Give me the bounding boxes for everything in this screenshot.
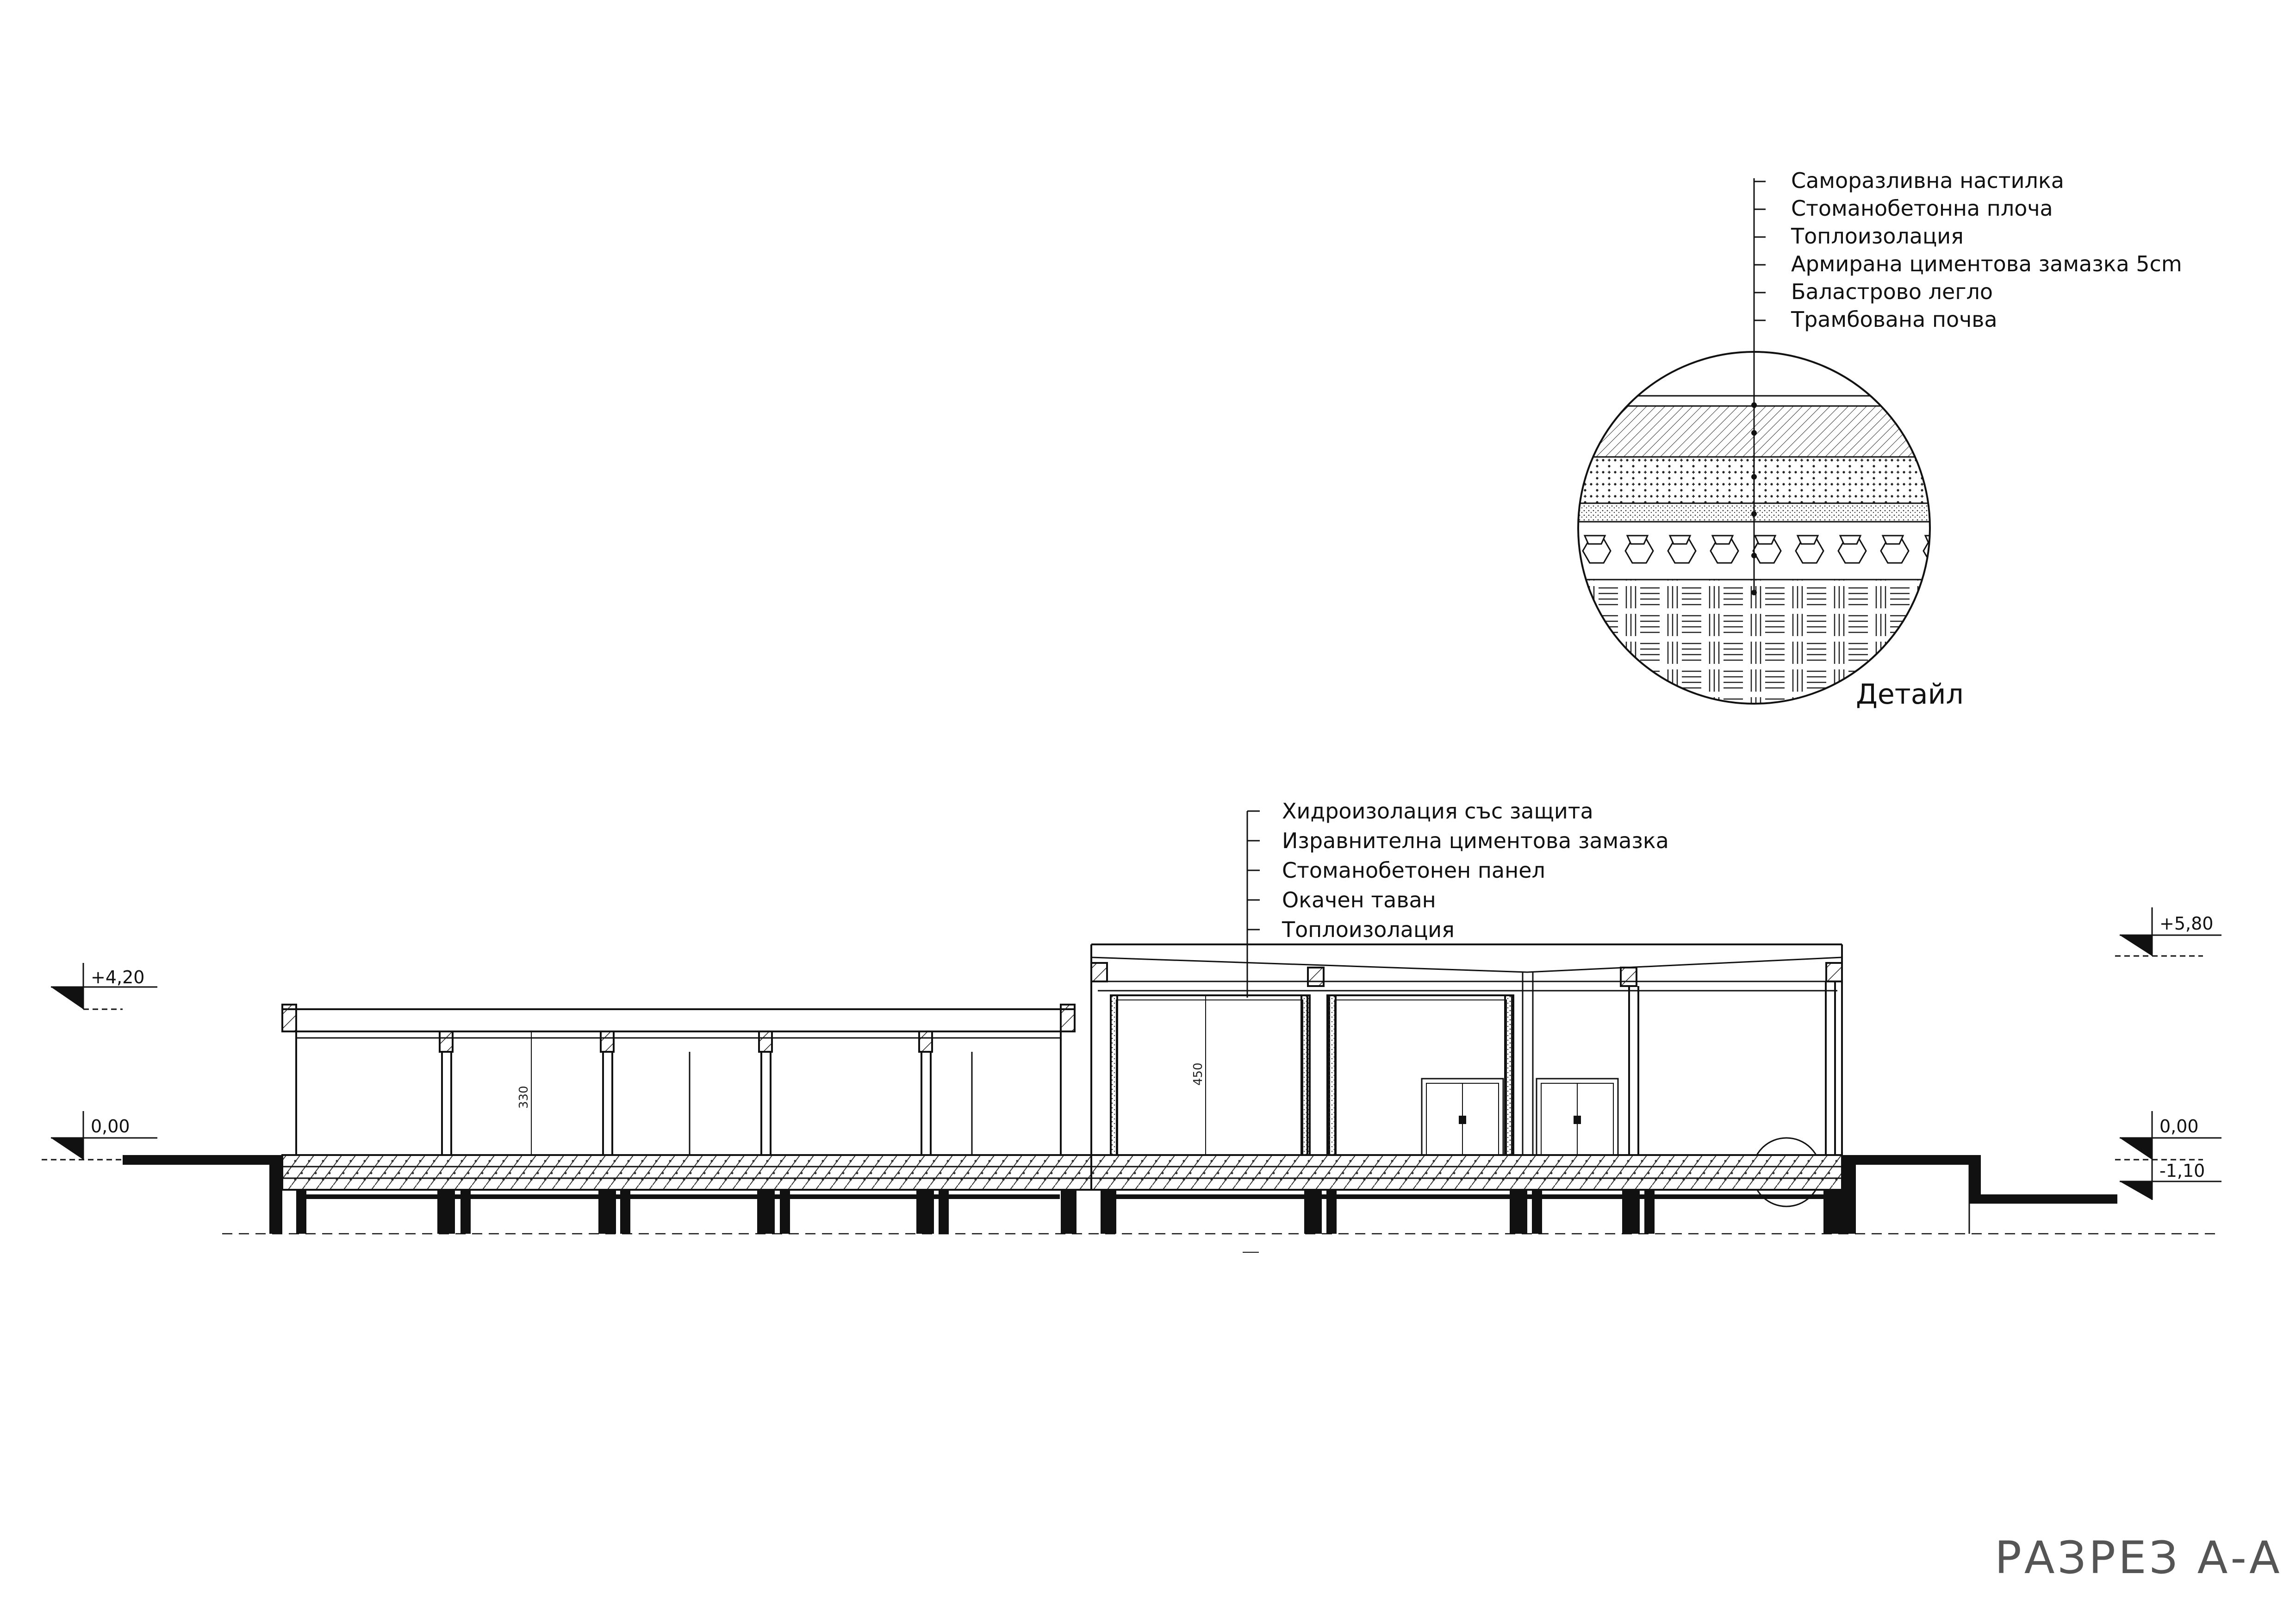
- gravel-hexagon: [1923, 538, 1930, 564]
- roof-layer-5: Топлоизолация: [1282, 917, 1455, 942]
- gravel-stone: [1668, 535, 1692, 545]
- gravel-stone: [1754, 535, 1777, 545]
- roof-layer-1: Хидроизолация със защита: [1282, 799, 1593, 824]
- level-left-top-text: +4,20: [91, 967, 144, 987]
- foundations: [269, 1190, 1842, 1234]
- level-marker-right-ground: 0,00: [2115, 1111, 2221, 1161]
- sheet-title: РАЗРЕЗ А-А: [1995, 1532, 2283, 1584]
- detail-layer-3: Топлоизолация: [1791, 224, 1964, 249]
- level-right-low-text: -1,10: [2159, 1161, 2205, 1181]
- roof-layer-4: Окачен таван: [1282, 887, 1436, 912]
- gravel-stone: [1924, 535, 1930, 545]
- detail-layer-5: Баластрово легло: [1791, 279, 1993, 304]
- detail-title: Детайл: [1856, 678, 1964, 711]
- level-right-top-text: +5,80: [2159, 913, 2213, 934]
- level-marker-right-low: -1,10: [2120, 1160, 2221, 1200]
- gravel-stone: [1839, 535, 1862, 545]
- gravel-stone: [1583, 535, 1606, 545]
- detail-layer-2: Стоманобетонна плоча: [1791, 196, 2053, 221]
- roof-layer-2: Изравнителна циментова замазка: [1282, 828, 1669, 853]
- building-right: [1090, 943, 1843, 1207]
- level-left-ground-text: 0,00: [91, 1116, 130, 1137]
- building-left: [281, 1004, 1076, 1155]
- gravel-stone: [1796, 535, 1819, 545]
- gravel-stone: [1881, 535, 1904, 545]
- level-right-ground-text: 0,00: [2159, 1116, 2199, 1137]
- roof-layer-3: Стоманобетонен панел: [1282, 858, 1545, 883]
- roof-callout: Хидроизолация със защита Изравнителна ци…: [1246, 799, 1669, 998]
- gravel-stone: [1711, 535, 1734, 545]
- dimension-right-height: 450: [1191, 1062, 1205, 1086]
- detail-layer-list: Саморазливна настилка Стоманобетонна пло…: [1754, 168, 2182, 332]
- level-marker-left-top: +4,20: [51, 963, 157, 1010]
- dimension-left-height: 330: [517, 1086, 531, 1109]
- level-marker-left-ground: 0,00: [42, 1111, 157, 1161]
- detail-layer-4: Армирана циментова замазка 5cm: [1791, 251, 2182, 276]
- detail-layer-6: Трамбована почва: [1791, 307, 1997, 332]
- level-marker-right-top: +5,80: [2115, 907, 2221, 957]
- gravel-stone: [1626, 535, 1649, 545]
- detail-layer-1: Саморазливна настилка: [1791, 168, 2064, 193]
